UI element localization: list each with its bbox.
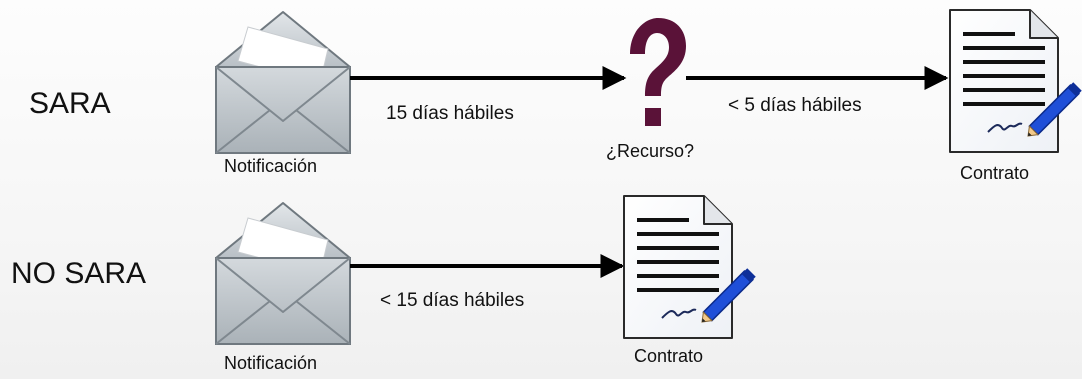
contract-label: Contrato [960,163,1030,183]
envelope-icon [215,11,351,154]
row-label-sara: SARA [29,87,111,120]
contract-label: Contrato [634,346,704,366]
edge-label-5-dias: < 5 días hábiles [728,95,862,116]
signed-document-icon [623,195,757,339]
question-mark-icon [630,18,686,126]
envelope-icon [215,202,351,345]
recurso-label: ¿Recurso? [606,141,695,161]
edge-label-15-dias-menos: < 15 días hábiles [380,290,525,311]
row-label-no-sara: NO SARA [11,257,147,290]
signed-document-icon [949,9,1082,153]
notification-label: Notificación [224,353,318,373]
notification-label: Notificación [224,156,318,176]
edge-label-15-dias: 15 días hábiles [386,103,514,124]
